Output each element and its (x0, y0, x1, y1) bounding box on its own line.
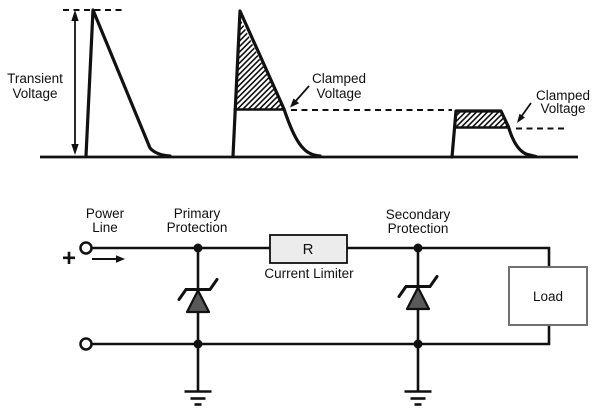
bottom-rail-wire (91, 325, 551, 346)
circuit-panel: + R Current Limiter (62, 206, 588, 406)
resistor-label: R (303, 241, 314, 258)
secondary-tvs-diode (397, 248, 439, 344)
load-label: Load (533, 289, 563, 304)
measure-arrowhead-down (71, 144, 79, 155)
secondary-clamp-arrow-line (520, 102, 532, 118)
transient-voltage-label-line2: Voltage (12, 86, 57, 101)
load-box (508, 266, 588, 326)
secondary-diode-triangle (405, 286, 431, 311)
clamped-voltage-label-secondary-line1: Clamped (536, 88, 590, 103)
primary-ground-symbol (184, 344, 212, 406)
secondary-protection-label-line1: Secondary (386, 207, 451, 222)
primary-clipped-region-hatch (235, 17, 284, 109)
resistor-box (269, 234, 348, 264)
primary-clamp-arrow-line (293, 85, 310, 104)
power-line-label-line1: Power (86, 206, 125, 221)
measure-arrowhead-up (71, 10, 79, 21)
primary-diode-triangle (185, 289, 211, 314)
power-line-label-line2: Line (92, 220, 118, 235)
current-limiter-label: Current Limiter (264, 266, 354, 281)
current-flow-arrowhead (116, 255, 125, 263)
secondary-ground-symbol (404, 344, 432, 406)
primary-tvs-diode (177, 248, 219, 344)
clamped-voltage-label-secondary-line2: Voltage (540, 101, 585, 116)
transient-voltage-label-line1: Transient (7, 71, 63, 86)
secondary-clipped-region-hatch (455, 112, 508, 127)
plus-sign: + (62, 245, 76, 272)
primary-clamp-arrowhead (290, 98, 300, 108)
transient-spike-waveform (84, 8, 172, 158)
primary-clamped-waveform (231, 9, 322, 158)
secondary-protection-label-line2: Protection (388, 221, 449, 236)
secondary-clamp-arrowhead (517, 113, 525, 123)
primary-protection-label-line1: Primary (174, 206, 221, 221)
primary-protection-label-line2: Protection (167, 220, 228, 235)
return-terminal (79, 337, 93, 351)
clamped-voltage-label-primary-line1: Clamped (312, 71, 366, 86)
waveform-panel: Transient Voltage Clamped Voltage Clampe… (7, 8, 590, 159)
secondary-clamped-waveform (450, 109, 538, 159)
positive-terminal (79, 241, 93, 255)
clamped-voltage-label-primary-line2: Voltage (316, 86, 361, 101)
